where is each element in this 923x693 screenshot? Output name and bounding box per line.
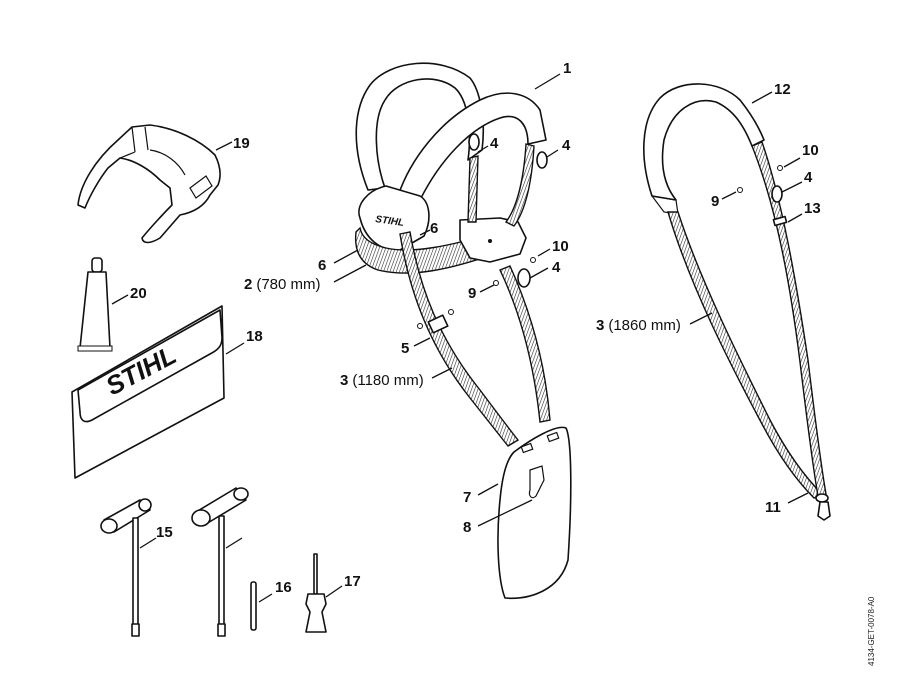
leader-1 [534, 73, 561, 90]
callout-16: 16 [275, 579, 292, 596]
leader-4d [781, 181, 803, 193]
harness-drawing: STIHL [354, 62, 572, 600]
harness-stihl-logo: STIHL [375, 214, 405, 229]
callout-15: 15 [156, 524, 173, 541]
leader-4b [546, 149, 559, 158]
safety-glasses-drawing [77, 124, 221, 244]
leader-12 [787, 213, 803, 223]
leader-4c [529, 267, 549, 279]
leader-11 [751, 91, 773, 104]
leader-4a [477, 145, 489, 153]
leader-16 [258, 593, 273, 603]
callout-17: 17 [344, 573, 361, 590]
callout-4d: 4 [804, 169, 813, 186]
leader-3a [431, 367, 453, 379]
leader-19 [215, 141, 233, 151]
combination-wrench-1 [100, 498, 152, 637]
leader-18 [225, 342, 245, 355]
callout-1: 1 [563, 60, 571, 77]
callout-11: 12 [774, 81, 791, 98]
leader-10a [537, 248, 551, 257]
leader-20 [111, 294, 129, 305]
callout-5: 5 [401, 340, 409, 357]
callout-20: 20 [130, 285, 147, 302]
leader-7 [477, 483, 499, 496]
callout-9a: 9 [468, 285, 476, 302]
leader-10b [783, 157, 801, 168]
callout-10a: 10 [552, 238, 569, 255]
callout-3a: 3(1180 mm) [340, 372, 424, 389]
leader-5 [413, 337, 431, 347]
callout-8: 8 [463, 519, 471, 536]
callout-6b: 6 [430, 220, 438, 237]
leader-unlabeled [225, 537, 243, 549]
callout-9b: 9 [711, 193, 719, 210]
callout-4a: 4 [490, 135, 499, 152]
callout-18: 18 [246, 328, 263, 345]
callout-12: 13 [804, 200, 821, 217]
grease-tube-drawing [77, 257, 113, 352]
callout-7: 7 [463, 489, 471, 506]
leader-3b [689, 312, 713, 325]
drawing-code: 4134-GET-0078-A0 [867, 596, 876, 666]
callout-10b: 10 [802, 142, 819, 159]
leader-6a [333, 249, 359, 264]
leader-9a [479, 284, 495, 293]
combination-wrench-2 [191, 487, 249, 637]
leader-13 [787, 492, 809, 504]
callout-13: 11 [765, 499, 781, 516]
shoulder-strap-drawing [643, 83, 831, 521]
callout-4c: 4 [552, 259, 561, 276]
callout-19: 19 [233, 135, 250, 152]
callout-3b: 3(1860 mm) [596, 317, 681, 334]
leader-15 [139, 537, 157, 549]
leader-6b [419, 229, 431, 236]
callout-2: 2(780 mm) [244, 276, 321, 293]
callout-6a: 6 [318, 257, 326, 274]
callout-4b: 4 [562, 137, 571, 154]
leader-8 [477, 499, 533, 527]
leader-2 [333, 264, 367, 283]
pin-drawing [250, 581, 257, 631]
screwdriver-drawing [305, 553, 327, 633]
leader-17 [325, 585, 343, 598]
leader-9b [721, 191, 737, 200]
